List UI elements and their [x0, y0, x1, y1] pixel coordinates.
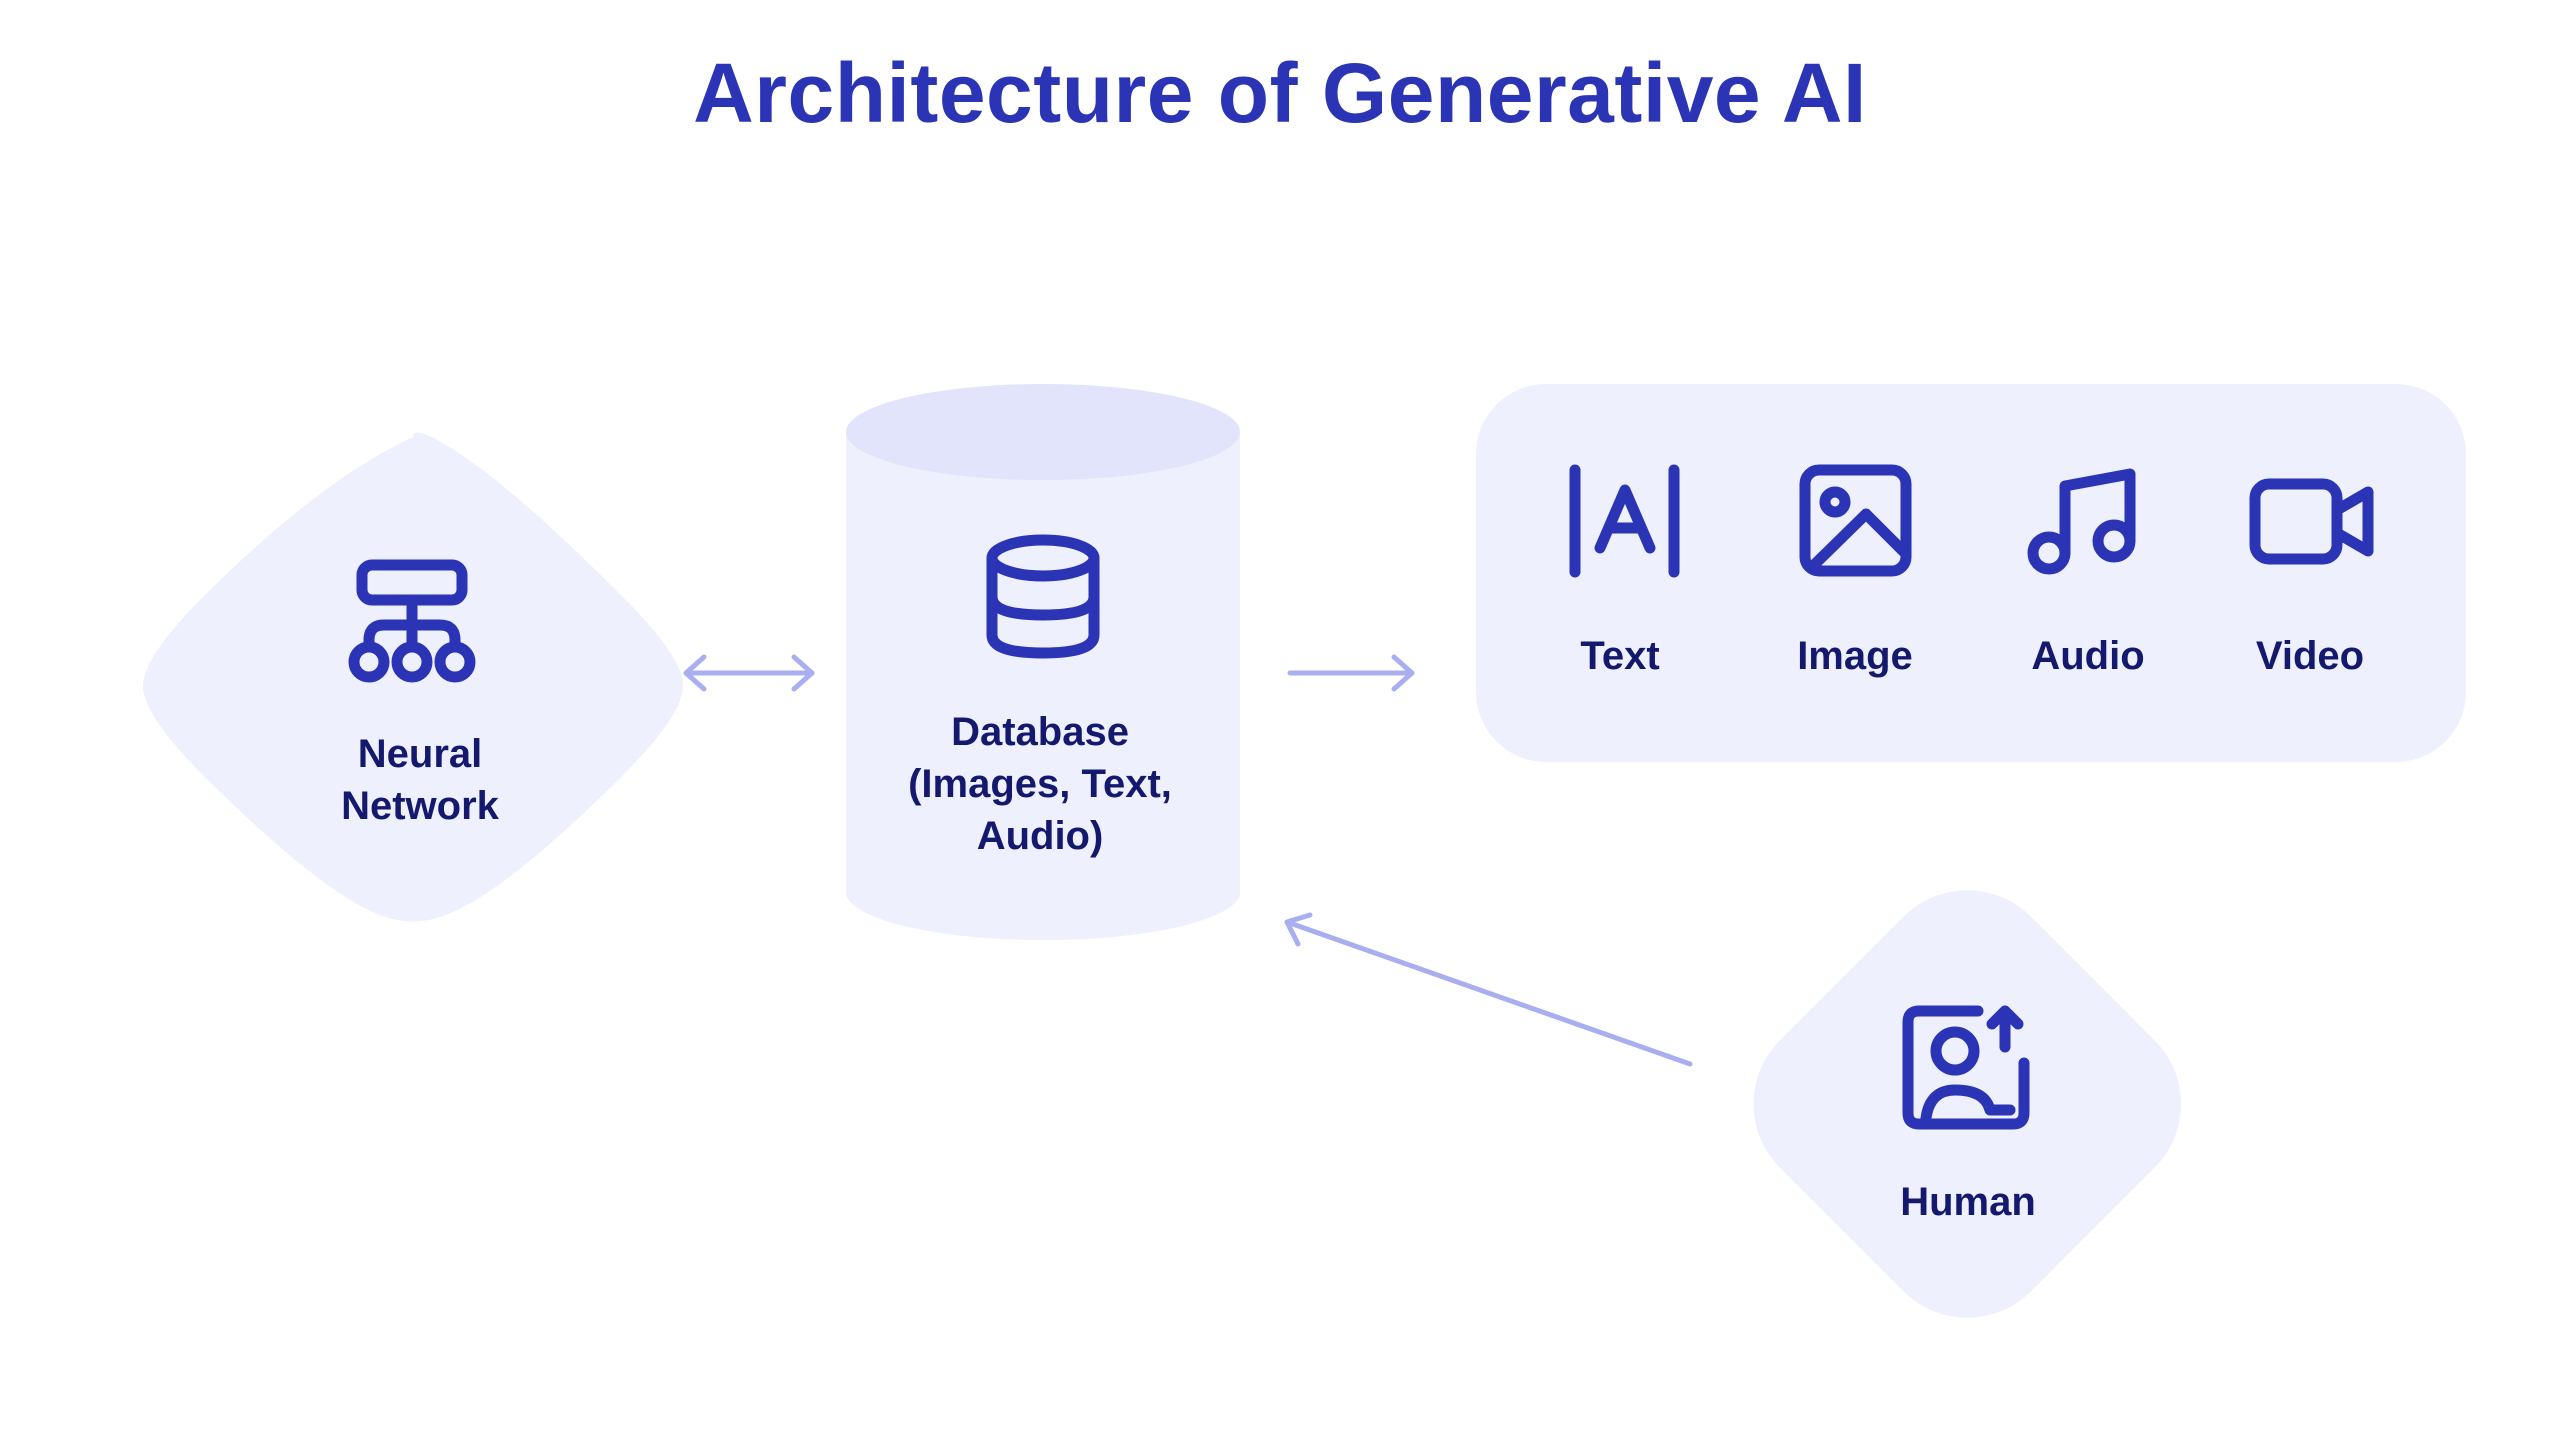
neural-network-label: Neural Network — [341, 732, 499, 828]
arrow-database-outputs — [1287, 654, 1415, 692]
music-note-icon — [2027, 468, 2136, 575]
database-label: Database (Images, Text, Audio) — [908, 710, 1172, 858]
human-node-shape — [1753, 890, 2182, 1318]
output-image-label: Image — [1797, 634, 1913, 678]
image-icon — [1799, 464, 1912, 577]
human-label: Human — [1900, 1180, 2036, 1224]
outputs-panel — [1476, 384, 2466, 762]
output-audio-label: Audio — [2031, 634, 2145, 678]
page-title: Architecture of Generative AI — [693, 46, 1867, 140]
neural-network-node-shape-core — [199, 472, 628, 900]
arrow-human-database — [1284, 912, 1693, 1067]
database-node-shape — [846, 384, 1240, 940]
database-icon — [986, 534, 1100, 659]
output-text-label: Text — [1580, 634, 1660, 678]
output-video-label: Video — [2255, 634, 2365, 678]
sitemap-icon — [348, 559, 476, 683]
user-upload-icon — [1902, 1005, 2030, 1130]
arrow-neural-database — [683, 654, 815, 692]
video-camera-icon — [2249, 478, 2374, 565]
text-cursor-icon — [1569, 464, 1680, 578]
